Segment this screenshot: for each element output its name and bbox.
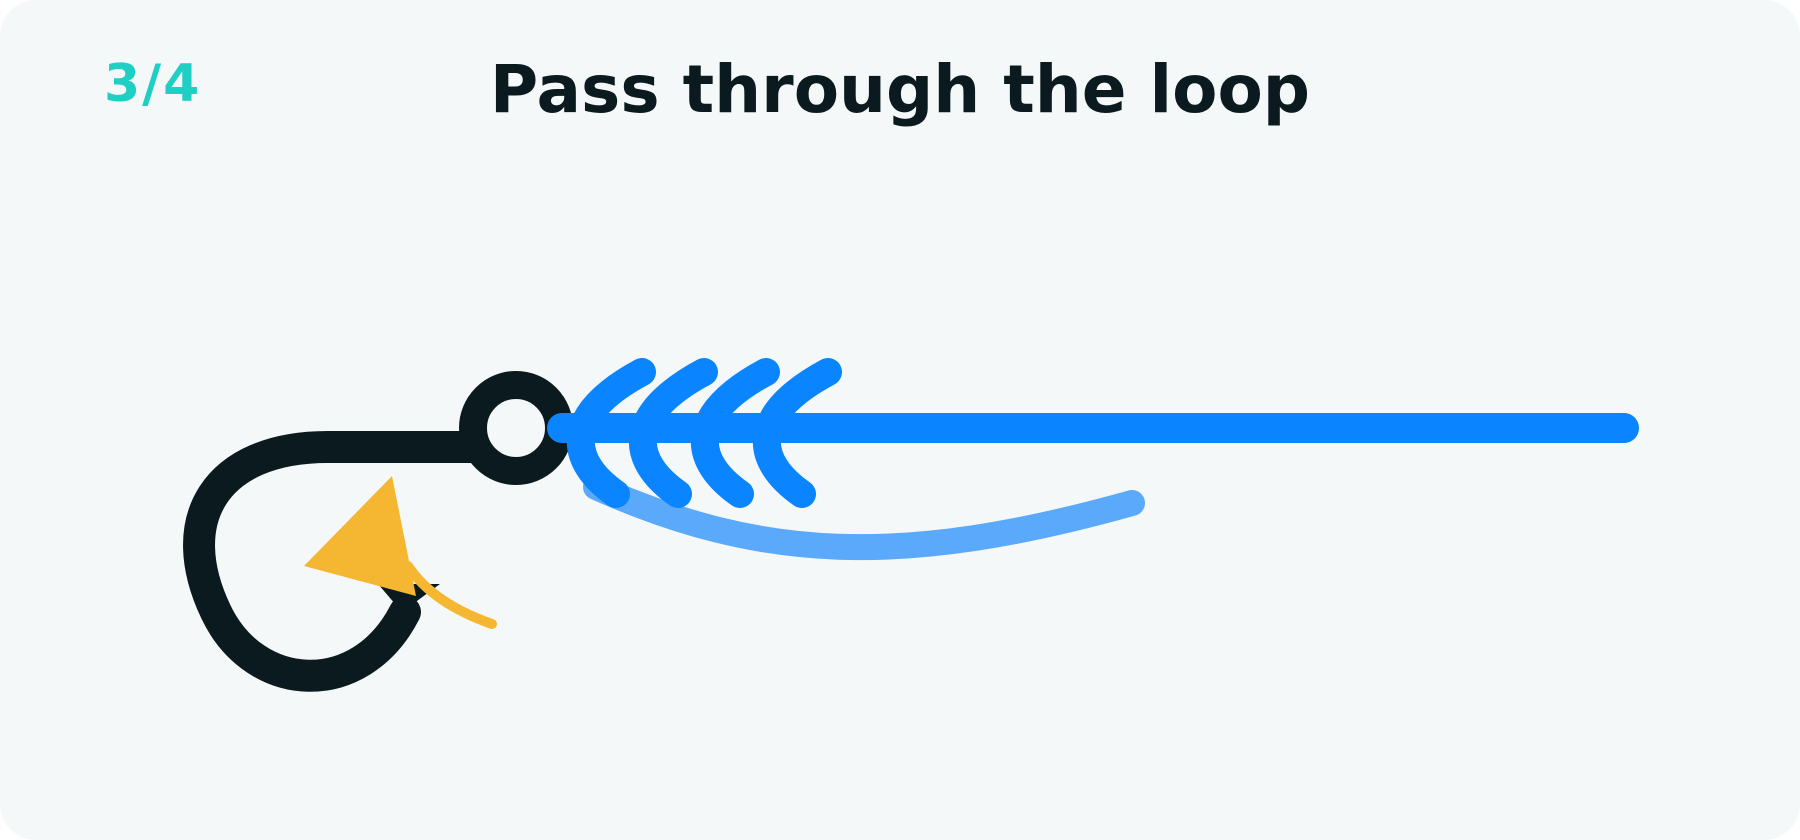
- wrap-4: [752, 358, 842, 508]
- direction-arrow-icon: [304, 476, 497, 629]
- step-counter: 3/4: [104, 54, 202, 114]
- hook-eye-icon: [459, 371, 573, 485]
- tag-end-line: [583, 474, 1145, 561]
- line-wraps: [566, 358, 842, 508]
- step-title: Pass through the loop: [489, 51, 1311, 128]
- wrap-1: [566, 358, 656, 508]
- wrap-3: [690, 358, 780, 508]
- wrap-2: [628, 358, 718, 508]
